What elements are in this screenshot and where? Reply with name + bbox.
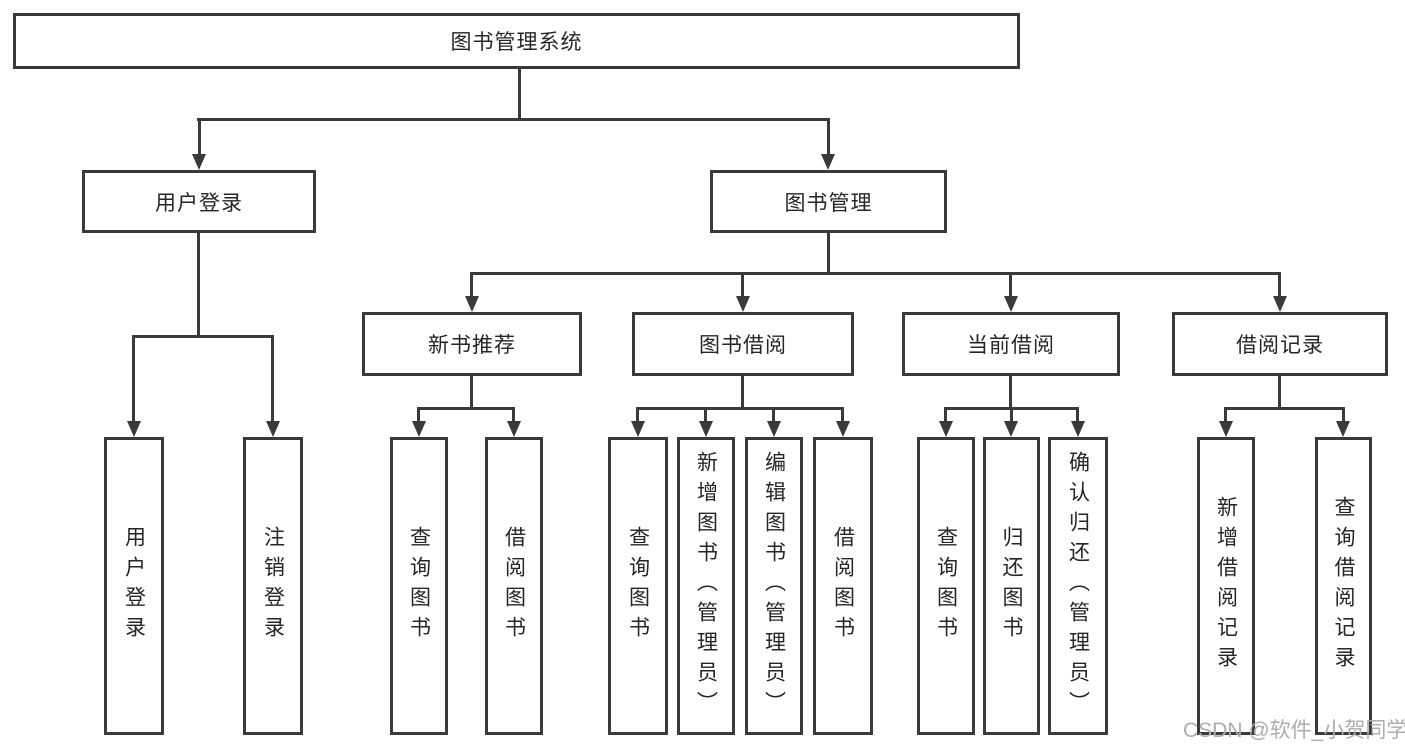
connector-line (197, 118, 830, 121)
leaf-edit-books-admin: 编辑图书（管理员） (745, 437, 803, 735)
arrowhead-down-icon (266, 421, 280, 437)
connector-line (470, 272, 473, 298)
node-user-login: 用户登录 (82, 170, 316, 233)
leaf-add-books-admin: 新增图书（管理员） (677, 437, 735, 735)
leaf-label: 归还图书 (1000, 526, 1023, 646)
connector-line (636, 407, 639, 423)
arrowhead-down-icon (736, 296, 750, 312)
connector-line (741, 376, 744, 407)
connector-line (470, 272, 1281, 275)
connector-line (1010, 407, 1013, 423)
leaf-label: 用户登录 (122, 526, 146, 646)
connector-line (132, 335, 135, 423)
connector-line (132, 335, 274, 338)
arrowhead-down-icon (767, 421, 781, 437)
arrowhead-down-icon (1219, 421, 1233, 437)
connector-line (772, 407, 775, 423)
connector-line (1225, 407, 1345, 410)
leaf-label: 注销登录 (261, 526, 285, 646)
csdn-watermark: CSDN @软件_小贺同学 (1183, 719, 1405, 742)
connector-line (944, 407, 947, 423)
leaf-confirm-return-admin: 确认归还（管理员） (1048, 437, 1108, 735)
connector-line (470, 376, 473, 407)
arrowhead-down-icon (1336, 421, 1350, 437)
connector-line (1342, 407, 1345, 423)
leaf-label: 查询图书 (626, 526, 650, 646)
arrowhead-down-icon (1004, 296, 1018, 312)
connector-line (1278, 272, 1281, 298)
connector-line (417, 407, 420, 423)
arrowhead-down-icon (507, 421, 521, 437)
leaf-label: 确认归还（管理员） (1066, 451, 1090, 721)
leaf-label: 查询图书 (934, 526, 958, 646)
leaf-borrow-books: 借阅图书 (485, 437, 543, 735)
connector-line (1224, 407, 1227, 423)
connector-line (512, 407, 515, 423)
arrowhead-down-icon (631, 421, 645, 437)
connector-line (198, 118, 201, 156)
arrowhead-down-icon (465, 296, 479, 312)
leaf-borrow-books: 借阅图书 (813, 437, 873, 735)
connector-line (271, 335, 274, 423)
connector-line (741, 272, 744, 298)
arrowhead-down-icon (1273, 296, 1287, 312)
node-new-book-recommendation: 新书推荐 (362, 312, 582, 376)
leaf-label: 借阅图书 (502, 526, 526, 646)
connector-line (841, 407, 844, 423)
node-borrowing-records: 借阅记录 (1172, 312, 1388, 376)
leaf-return-books: 归还图书 (983, 437, 1040, 735)
arrowhead-down-icon (127, 421, 141, 437)
leaf-user-login: 用户登录 (104, 437, 164, 735)
arrowhead-down-icon (821, 154, 835, 170)
node-library-management-system: 图书管理系统 (13, 13, 1020, 69)
arrowhead-down-icon (192, 154, 206, 170)
connector-line (1009, 272, 1012, 298)
arrowhead-down-icon (836, 421, 850, 437)
leaf-label: 查询借阅记录 (1332, 496, 1355, 676)
connector-line (827, 118, 830, 156)
connector-line (518, 69, 521, 118)
connector-line (637, 407, 844, 410)
leaf-query-books: 查询图书 (608, 437, 668, 735)
leaf-label: 新增图书（管理员） (694, 451, 718, 721)
leaf-label: 查询图书 (407, 526, 431, 646)
leaf-query-books: 查询图书 (390, 437, 448, 735)
leaf-add-borrow-record: 新增借阅记录 (1197, 437, 1255, 735)
arrowhead-down-icon (699, 421, 713, 437)
arrowhead-down-icon (412, 421, 426, 437)
leaf-query-borrow-record: 查询借阅记录 (1315, 437, 1372, 735)
arrowhead-down-icon (1004, 421, 1018, 437)
connector-line (197, 233, 200, 335)
leaf-query-books: 查询图书 (917, 437, 975, 735)
connector-line (1076, 407, 1079, 423)
leaf-logout: 注销登录 (243, 437, 303, 735)
leaf-label: 编辑图书（管理员） (762, 451, 786, 721)
node-book-management: 图书管理 (710, 170, 947, 233)
connector-line (418, 407, 515, 410)
arrowhead-down-icon (1071, 421, 1085, 437)
node-current-borrowing: 当前借阅 (902, 312, 1120, 376)
connector-line (827, 233, 830, 272)
arrowhead-down-icon (939, 421, 953, 437)
leaf-label: 新增借阅记录 (1214, 496, 1238, 676)
connector-line (1278, 376, 1281, 407)
node-book-borrowing: 图书借阅 (632, 312, 854, 376)
connector-line (1009, 376, 1012, 407)
leaf-label: 借阅图书 (831, 526, 855, 646)
connector-line (704, 407, 707, 423)
